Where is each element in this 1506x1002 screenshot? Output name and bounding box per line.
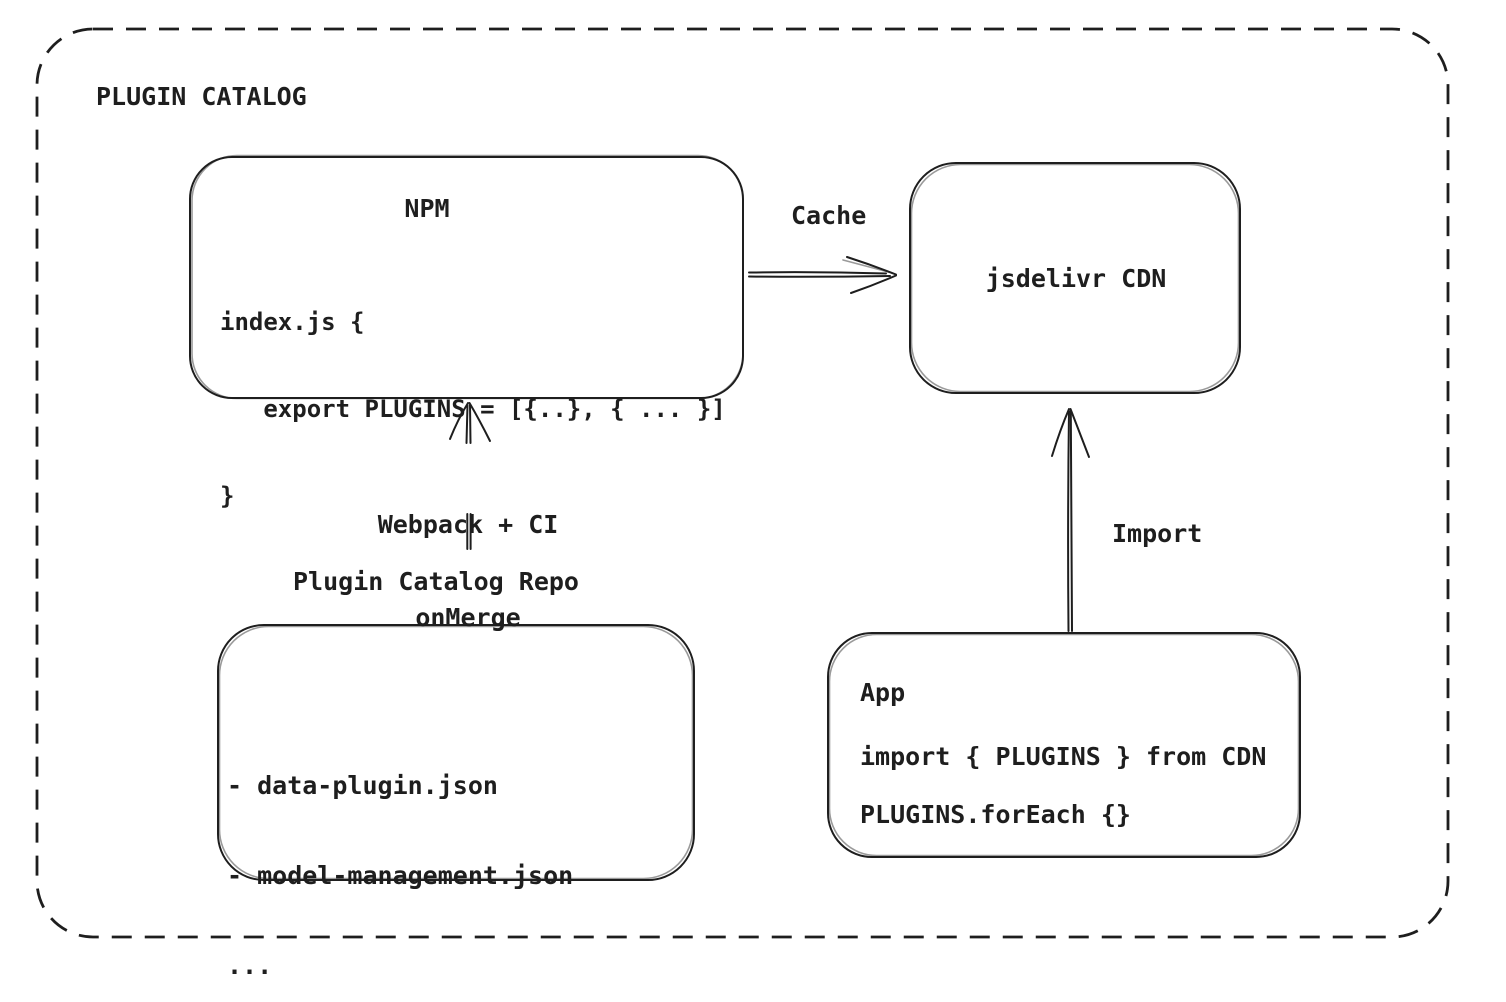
npm-code: index.js { export PLUGINS = [{..}, { ...… <box>220 250 726 569</box>
npm-code-line: } <box>220 482 235 510</box>
plugin-catalog-border <box>35 27 1450 939</box>
diagram-title: PLUGIN CATALOG <box>96 82 307 111</box>
cache-arrow-label: Cache <box>791 201 867 230</box>
app-box <box>827 632 1301 858</box>
cdn-box <box>909 162 1241 394</box>
webpack-arrow-label-line: onMerge <box>415 603 521 632</box>
app-code-line: PLUGINS.forEach {} <box>860 800 1131 829</box>
npm-code-line: export PLUGINS = [{..}, { ... }] <box>220 395 726 423</box>
app-code-line: import { PLUGINS } from CDN <box>860 742 1267 771</box>
import-arrow <box>1051 408 1090 632</box>
npm-code-line: index.js { <box>220 308 365 336</box>
cdn-box-label: jsdelivr CDN <box>985 264 1167 293</box>
npm-box <box>189 154 744 400</box>
app-box-title: App <box>860 678 906 707</box>
webpack-arrow-stub <box>466 513 472 550</box>
cache-arrow <box>748 256 897 294</box>
repo-file-item: - model-management.json <box>227 861 574 890</box>
npm-box-title: NPM <box>404 194 450 223</box>
webpack-arrow-label: Webpack + CI onMerge <box>378 447 559 695</box>
repo-file-item: - data-plugin.json <box>227 771 498 800</box>
repo-file-list: - data-plugin.json - model-management.js… <box>227 711 573 1002</box>
import-arrow-label: Import <box>1112 519 1203 548</box>
webpack-arrow <box>449 402 491 444</box>
repo-box <box>217 624 695 881</box>
repo-box-label: Plugin Catalog Repo <box>293 567 579 596</box>
repo-file-item: ... <box>227 951 273 980</box>
webpack-arrow-label-line: Webpack + CI <box>377 510 559 539</box>
